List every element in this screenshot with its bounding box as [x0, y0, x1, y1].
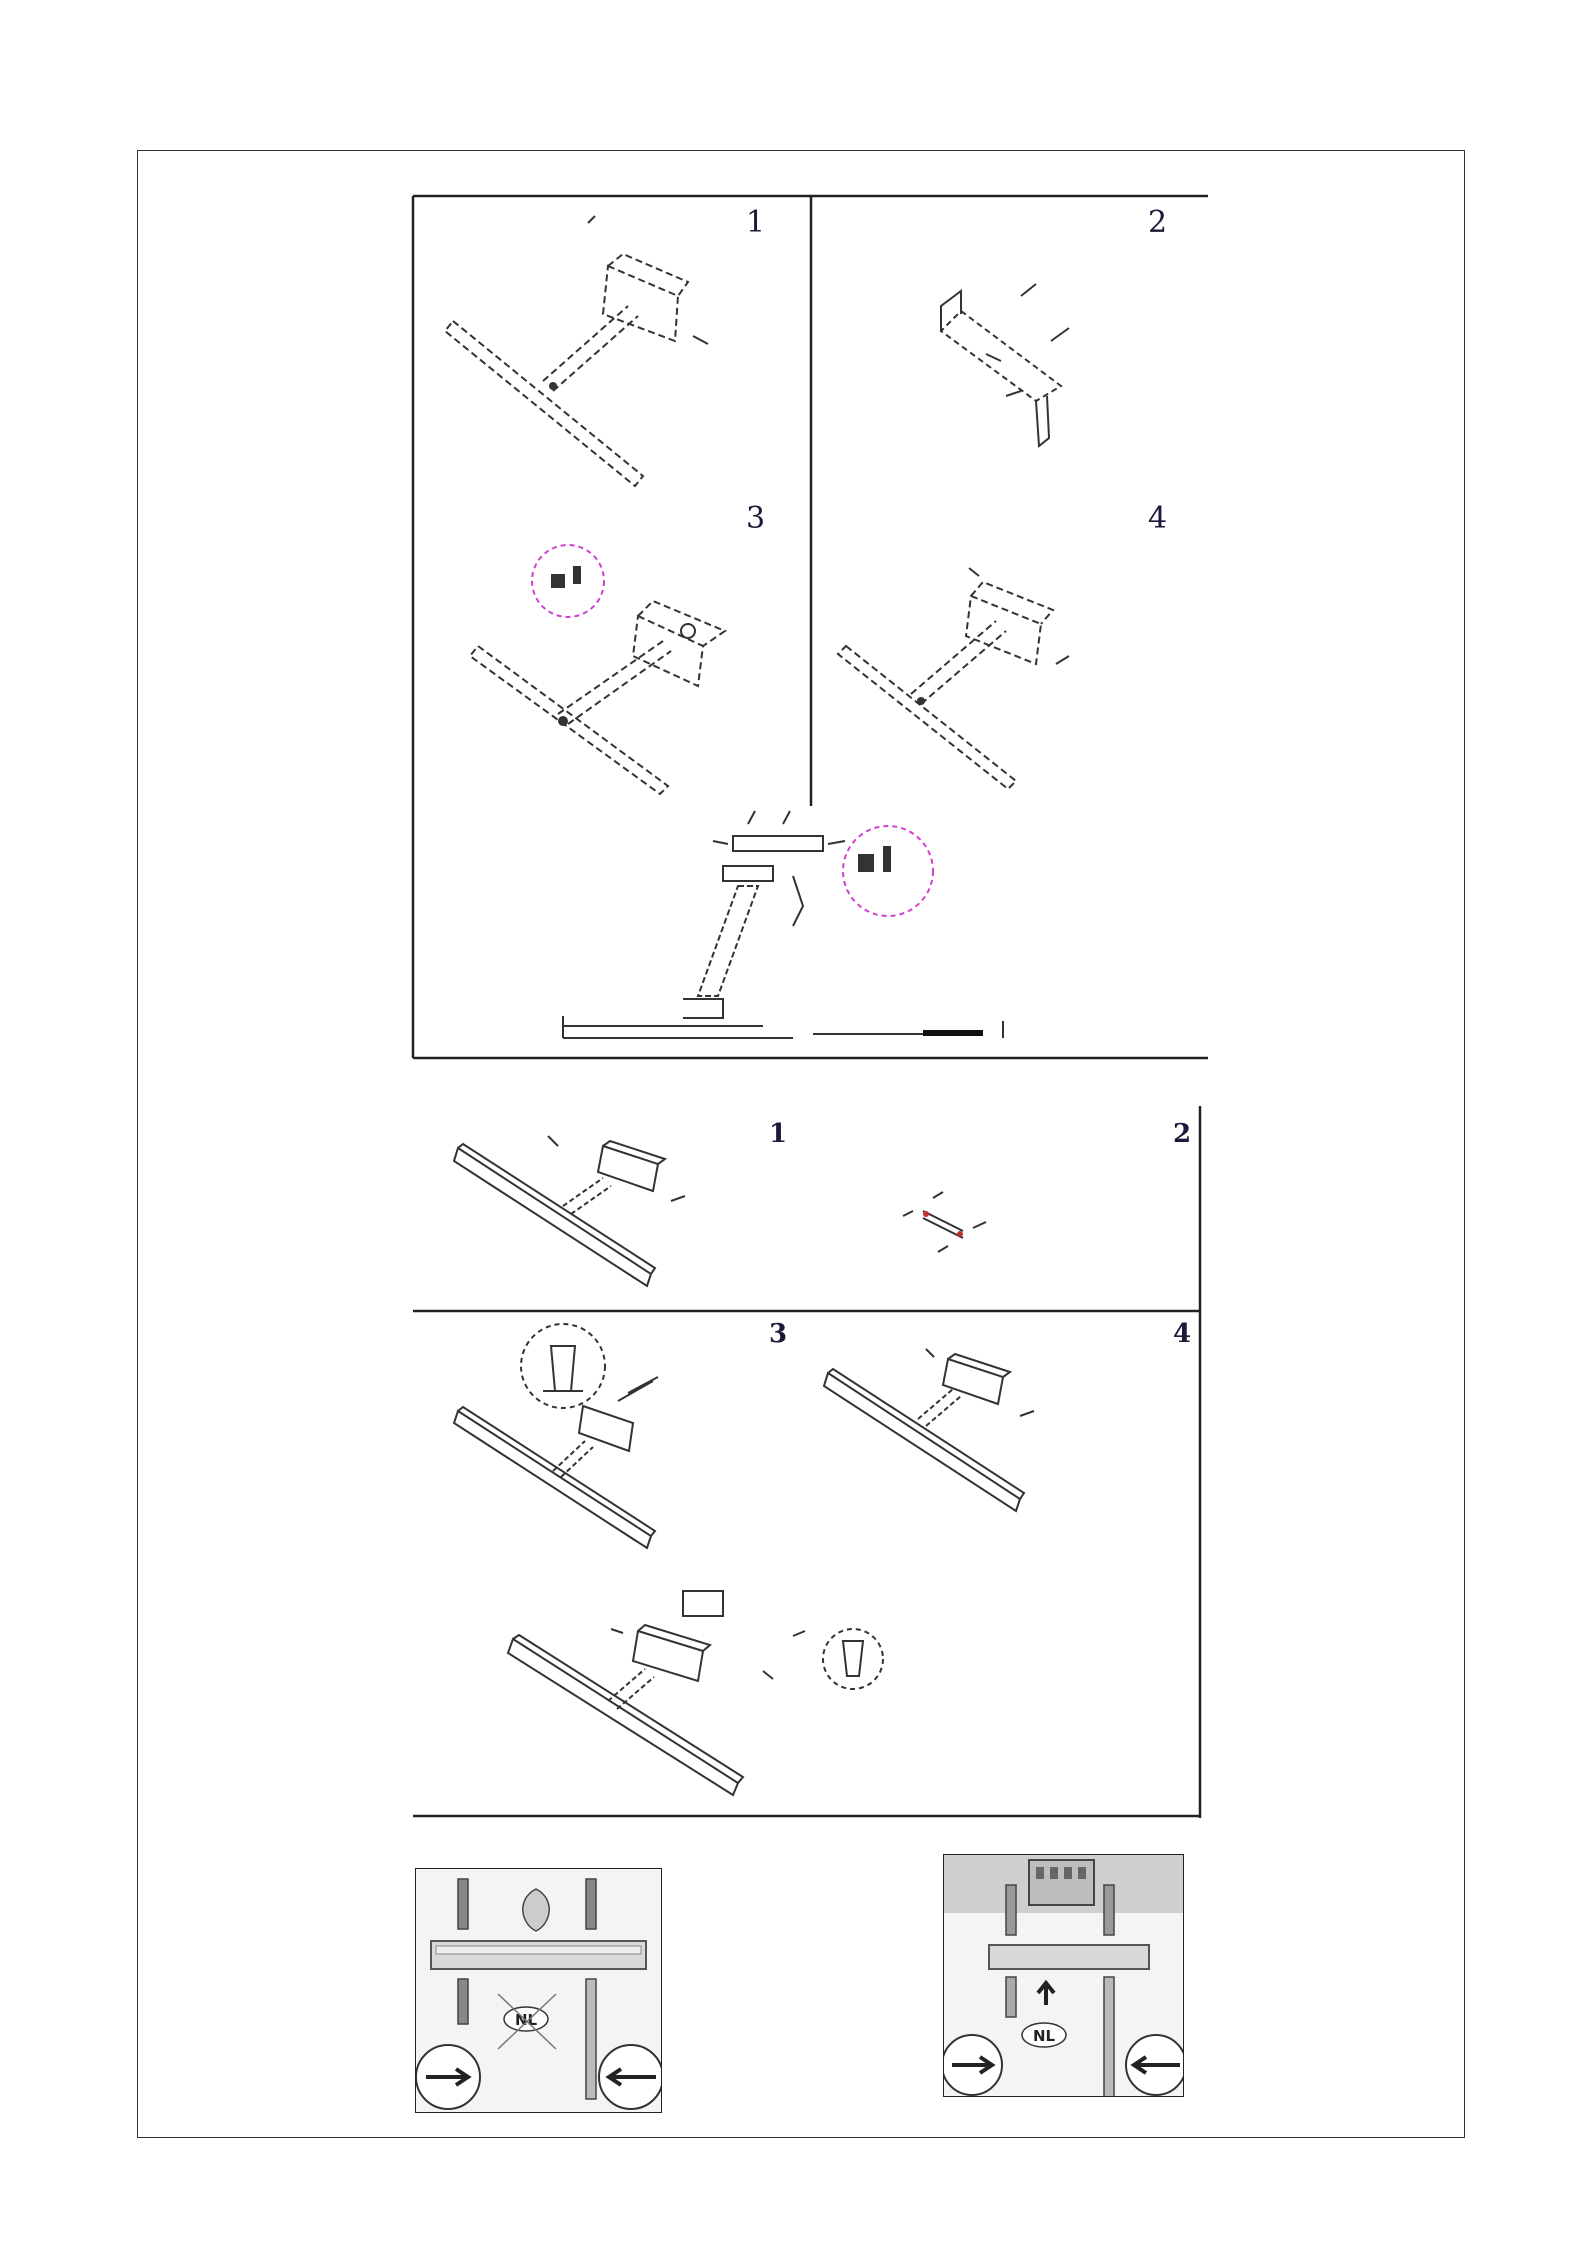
bar-lamp-drawing-1: [413, 1106, 808, 1311]
lamp-arm-exploded-drawing-4: [811, 496, 1208, 806]
mounting-bracket-drawing: [811, 196, 1208, 496]
bar-lamp-final-drawing: [413, 1561, 1200, 1811]
mounting-plate-illustration-left: NL: [416, 1869, 662, 2113]
photo-panel-left: NL: [415, 1868, 662, 2113]
page-frame: 1 2 3 4: [137, 150, 1465, 2138]
lamp-arm-exploded-drawing-3: [413, 496, 811, 806]
assembly-sheet-b: 1 2 3 4: [413, 1106, 1203, 1818]
assembly-sheet-a: 1 2 3 4: [413, 196, 1208, 1058]
nl-badge-right: NL: [1033, 2027, 1056, 2045]
lamp-final-assembly-drawing: [413, 806, 1208, 1058]
bar-bracket-drawing: [808, 1106, 1200, 1311]
photo-panel-right: NL: [943, 1854, 1184, 2097]
lamp-arm-exploded-drawing-1: [413, 196, 811, 496]
mounting-plate-illustration-right: NL: [944, 1855, 1184, 2097]
